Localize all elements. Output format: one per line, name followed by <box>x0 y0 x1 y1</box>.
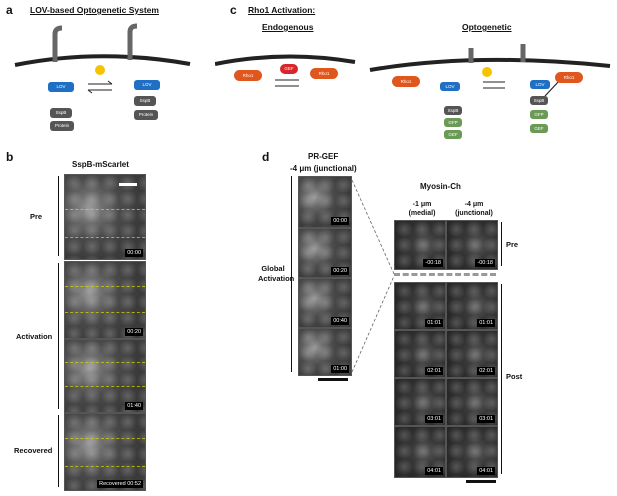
bracket-pre <box>58 176 59 256</box>
gfp-opto-right: GFP <box>530 110 548 119</box>
timestamp: 03:01 <box>425 415 443 423</box>
timestamp: 01:01 <box>477 319 495 327</box>
rho1-endogenous-right: Rho1 <box>310 68 338 79</box>
rho1-opto-left: Rho1 <box>392 76 420 87</box>
sspb-frame-recovered: Recovered 00:52 <box>64 413 146 491</box>
bracket-global-activation <box>291 176 292 372</box>
optogenetic-label: Optogenetic <box>462 22 512 32</box>
prgef-scale-bar <box>318 378 348 381</box>
row-label-post-d: Post <box>506 372 523 381</box>
myosin-post-medial-3: 03:01 <box>394 378 446 426</box>
sspb-frame-pre: 00:00 <box>64 174 146 260</box>
panel-d-letter: d <box>262 150 270 164</box>
sspb-opto-right: SspB <box>530 96 548 105</box>
row-label-activation: Activation <box>16 332 53 341</box>
timestamp: 00:20 <box>331 267 349 275</box>
timestamp: 04:01 <box>477 467 495 475</box>
prgef-frame-2: 00:20 <box>298 228 352 278</box>
timestamp: 01:00 <box>331 365 349 373</box>
timestamp: -00:18 <box>423 259 443 267</box>
rho1-opto-right: Rho1 <box>555 72 583 83</box>
lov-system-schematic <box>14 23 191 94</box>
endogenous-label: Endogenous <box>262 22 314 32</box>
protein-box-left: Protein <box>50 121 74 131</box>
sspb-opto-left: SspB <box>444 106 462 115</box>
sspb-box-right: SspB <box>134 96 156 106</box>
timestamp: 02:01 <box>477 367 495 375</box>
timestamp: 00:00 <box>125 249 143 257</box>
rho1-schematic <box>215 44 611 97</box>
column-label-medial: -1 μm (medial) <box>408 201 436 217</box>
lov-opto-left: LOV <box>440 82 460 91</box>
myosin-title: Myosin-Ch <box>420 182 461 191</box>
sspb-frame-activation-2: 01:40 <box>64 339 146 413</box>
timestamp: 00:20 <box>125 328 143 336</box>
myosin-scale-bar <box>466 480 496 483</box>
gfp-opto-left: GFP <box>444 118 462 127</box>
lov-box-right: LOV <box>134 80 160 90</box>
myosin-pre-medial: -00:18 <box>394 220 446 270</box>
myosin-post-medial-2: 02:01 <box>394 330 446 378</box>
timestamp: 01:01 <box>425 319 443 327</box>
timestamp: 02:01 <box>425 367 443 375</box>
myosin-pre-junctional: -00:18 <box>446 220 498 270</box>
timestamp: 01:40 <box>125 402 143 410</box>
myosin-post-junctional-3: 03:01 <box>446 378 498 426</box>
myosin-post-junctional-2: 02:01 <box>446 330 498 378</box>
prgef-frame-3: 00:40 <box>298 278 352 328</box>
myosin-post-medial-4: 04:01 <box>394 426 446 478</box>
prgef-title: PR-GEF <box>308 152 339 161</box>
row-label-recovered: Recovered <box>14 446 53 455</box>
sspb-frame-activation-1: 00:20 <box>64 261 146 339</box>
scale-bar <box>119 183 137 186</box>
lov-box-left: LOV <box>48 82 74 92</box>
pre-post-divider <box>394 273 496 276</box>
myosin-post-medial-1: 01:01 <box>394 282 446 330</box>
panel-a-letter: a <box>6 3 13 17</box>
global-activation-label: Global Activation <box>258 264 295 283</box>
panel-c-title: Rho1 Activation: <box>248 5 316 15</box>
column-label-junctional: -4 μm (junctional) <box>455 201 493 217</box>
bracket-activation <box>58 263 59 409</box>
myosin-post-junctional-1: 01:01 <box>446 282 498 330</box>
timestamp: 00:00 <box>331 217 349 225</box>
panel-a-title: LOV-based Optogenetic System <box>30 5 159 15</box>
gef-opto-left: GEF <box>444 130 462 139</box>
panel-b-title: SspB-mScarlet <box>72 160 129 169</box>
lov-opto-right: LOV <box>530 80 550 89</box>
bracket-recovered <box>58 415 59 487</box>
panel-b-letter: b <box>6 150 14 164</box>
gef-red: GEF <box>280 64 298 74</box>
zoom-dashed-lines <box>351 179 395 373</box>
sspb-box-left: SspB <box>50 108 72 118</box>
prgef-frame-1: 00:00 <box>298 176 352 228</box>
timestamp: 04:01 <box>425 467 443 475</box>
prgef-subtitle: -4 μm (junctional) <box>290 164 357 173</box>
timestamp: 03:01 <box>477 415 495 423</box>
timestamp: Recovered 00:52 <box>97 480 143 488</box>
gef-opto-right: GEF <box>530 124 548 133</box>
timestamp: 00:40 <box>331 317 349 325</box>
prgef-frame-4: 01:00 <box>298 328 352 376</box>
timestamp: -00:18 <box>475 259 495 267</box>
panel-c-letter: c <box>230 3 237 17</box>
bracket-pre-d <box>501 222 502 266</box>
rho1-endogenous-left: Rho1 <box>234 70 262 81</box>
row-label-pre: Pre <box>30 212 43 221</box>
bracket-post-d <box>501 284 502 474</box>
protein-box-right: Protein <box>134 110 158 120</box>
row-label-pre-d: Pre <box>506 240 519 249</box>
myosin-post-junctional-4: 04:01 <box>446 426 498 478</box>
